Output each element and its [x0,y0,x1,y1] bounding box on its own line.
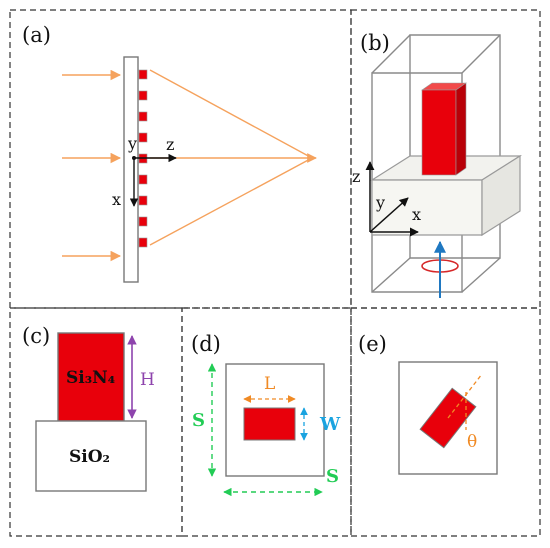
nanopillar [138,195,148,206]
period-vertical-label: S [192,410,205,431]
sio2-substrate [35,420,147,492]
panel-e-frame [350,307,541,537]
panel-d: (d) L W S S [191,332,341,497]
nanopillar [138,69,148,80]
panel-c: (c) Si₃N₄ SiO₂ H [22,324,155,492]
focused-ray-bottom [149,157,313,246]
panel-d-label: (d) [191,332,221,356]
si3n4-label: Si₃N₄ [66,368,115,388]
axis-z-label: z [166,135,174,154]
cell-axis-y-label: y [375,193,385,212]
panel-c-label: (c) [22,324,50,348]
axis-y-label: y [127,134,137,153]
nanopillar [138,174,148,185]
axis-x-label: x [112,190,121,209]
panel-e: (e) θ [358,332,498,475]
panel-a-label: (a) [22,23,51,47]
nanopillar [138,90,148,101]
cell-axis-y-arrow [369,197,409,233]
nanopillar [138,111,148,122]
panel-a-frame [9,9,352,309]
focused-ray-top [149,69,313,159]
nanopillar [138,237,148,248]
substrate-slab [369,154,523,237]
cell-axis-x-label: x [412,205,421,224]
panel-b: (b) z y x [352,31,523,298]
unit-cell-nanopillar [421,82,467,176]
rotation-axis-line [447,373,483,419]
rotation-angle-label: θ [467,432,477,452]
cell-axis-z-label: z [352,167,360,186]
panel-b-label: (b) [360,31,390,55]
axis-origin [132,156,136,160]
sio2-label: SiO₂ [69,447,110,467]
panel-e-label: (e) [358,332,387,356]
nanopillar [138,216,148,227]
si3n4-pillar [57,332,125,422]
nanopillar-top-view [243,407,296,441]
panel-a: (a) y z x [22,23,317,283]
period-horizontal-label: S [326,466,339,487]
panel-frames [9,9,541,537]
length-label: L [264,374,275,394]
lens-substrate [123,56,139,283]
nanopillar [138,132,148,143]
height-label: H [140,370,155,390]
width-label: W [319,414,341,435]
